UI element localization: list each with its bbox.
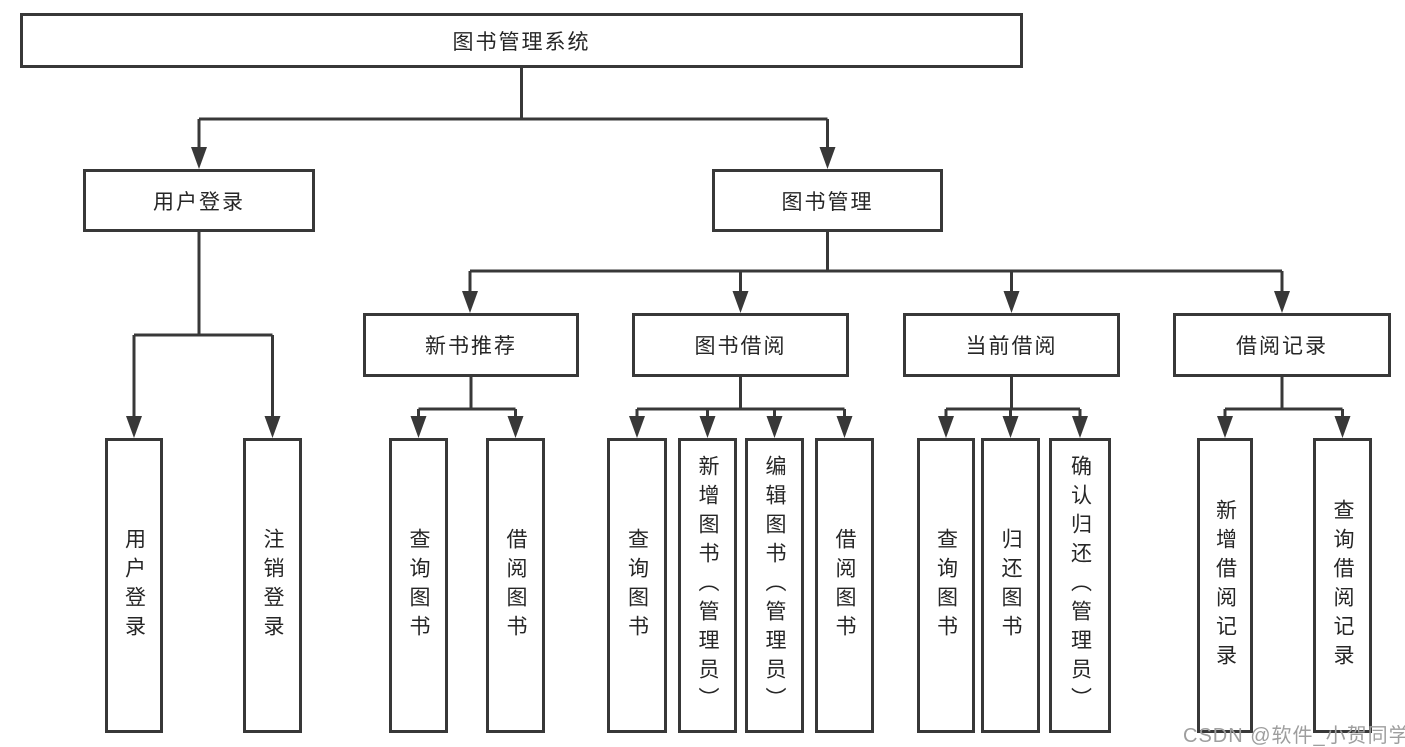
node-leaf-add-books-admin: 新增图书（管理员） — [678, 438, 737, 733]
node-borrowing-records: 借阅记录 — [1173, 313, 1391, 377]
node-book-borrowing: 图书借阅 — [632, 313, 849, 377]
node-leaf-user-login: 用户登录 — [105, 438, 163, 733]
node-leaf-return-books: 归还图书 — [981, 438, 1040, 733]
node-leaf-borrow-books-1: 借阅图书 — [486, 438, 545, 733]
node-label: 图书管理系统 — [452, 30, 591, 54]
node-label: 查询图书 — [934, 527, 958, 644]
node-label: 用户登录 — [122, 527, 146, 644]
node-label: 用户登录 — [153, 190, 245, 214]
node-label: 归还图书 — [999, 527, 1022, 644]
node-label: 新书推荐 — [425, 335, 517, 358]
node-label: 图书借阅 — [694, 335, 787, 358]
node-new-book-recommendation: 新书推荐 — [363, 313, 579, 377]
node-user-login: 用户登录 — [83, 169, 315, 232]
node-leaf-confirm-return-admin: 确认归还（管理员） — [1049, 438, 1111, 733]
node-leaf-query-books-1: 查询图书 — [389, 438, 448, 733]
node-leaf-query-books-2: 查询图书 — [607, 438, 667, 733]
node-leaf-query-books-3: 查询图书 — [917, 438, 975, 733]
node-label: 注销登录 — [261, 527, 284, 644]
node-leaf-edit-books-admin: 编辑图书（管理员） — [745, 438, 804, 733]
csdn-watermark: CSDN @软件_小贺同学 — [1183, 725, 1405, 747]
node-label: 图书管理 — [781, 190, 874, 214]
node-leaf-query-borrow-record: 查询借阅记录 — [1313, 438, 1372, 733]
node-label: 借阅图书 — [833, 527, 856, 644]
node-leaf-add-borrow-record: 新增借阅记录 — [1197, 438, 1253, 733]
node-current-borrowing: 当前借阅 — [903, 313, 1120, 377]
node-label: 借阅记录 — [1236, 335, 1328, 358]
node-label: 当前借阅 — [965, 335, 1058, 358]
node-label: 查询借阅记录 — [1331, 498, 1354, 673]
node-leaf-logout: 注销登录 — [243, 438, 302, 733]
node-label: 借阅图书 — [504, 527, 527, 644]
node-label: 编辑图书（管理员） — [763, 455, 786, 716]
node-label: 新增借阅记录 — [1213, 498, 1237, 673]
node-book-management: 图书管理 — [712, 169, 943, 232]
node-label: 查询图书 — [407, 527, 430, 644]
node-leaf-borrow-books-2: 借阅图书 — [815, 438, 874, 733]
node-label: 查询图书 — [625, 527, 649, 644]
node-library-management-system: 图书管理系统 — [20, 13, 1023, 68]
connector-arrowheads — [126, 147, 1351, 438]
node-label: 新增图书（管理员） — [696, 455, 719, 716]
node-label: 确认归还（管理员） — [1068, 455, 1092, 716]
